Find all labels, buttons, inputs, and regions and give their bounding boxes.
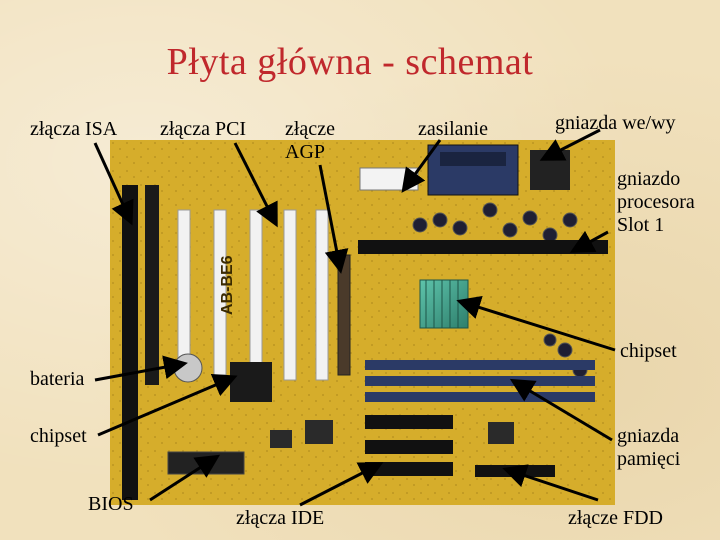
label-bios: BIOS [88, 493, 134, 515]
bios-chip [167, 451, 245, 475]
slide-title: Płyta główna - schemat [166, 41, 534, 83]
label-battery: bateria [30, 368, 85, 390]
label-agp: złącze AGP [285, 118, 335, 163]
motherboard-drawing: AB-BE6 [110, 140, 615, 505]
ram-slots [365, 360, 595, 402]
ide-connectors [365, 415, 453, 476]
label-ide: złącza IDE [236, 507, 325, 529]
cpu-slot1 [358, 240, 608, 254]
isa-slot-2 [145, 185, 159, 385]
label-fdd: złącze FDD [568, 507, 663, 529]
label-chipset-right: chipset [620, 340, 677, 362]
label-pci-text: złącza PCI [160, 118, 247, 140]
southbridge-chip [230, 362, 272, 402]
fdd-connector [475, 465, 555, 477]
label-power: zasilanie [418, 118, 488, 140]
motherboard-image: AB-BE6 [110, 140, 615, 505]
io-ports-2 [530, 150, 570, 190]
label-cpu: gniazdo procesora Slot 1 [617, 168, 695, 236]
label-isa: złącza ISA [30, 118, 118, 140]
power-connector [359, 167, 419, 191]
isa-slot-1 [122, 185, 138, 500]
label-pci: złącza PCI [160, 118, 345, 141]
label-io: gniazda we/wy [555, 112, 676, 134]
agp-slot [337, 254, 351, 376]
label-memory: gniazda pamięci [617, 425, 681, 470]
board-model-mark: AB-BE6 [219, 255, 236, 315]
label-chipset-left: chipset [30, 425, 87, 447]
battery [173, 353, 203, 383]
northbridge-heatsink [419, 279, 469, 329]
